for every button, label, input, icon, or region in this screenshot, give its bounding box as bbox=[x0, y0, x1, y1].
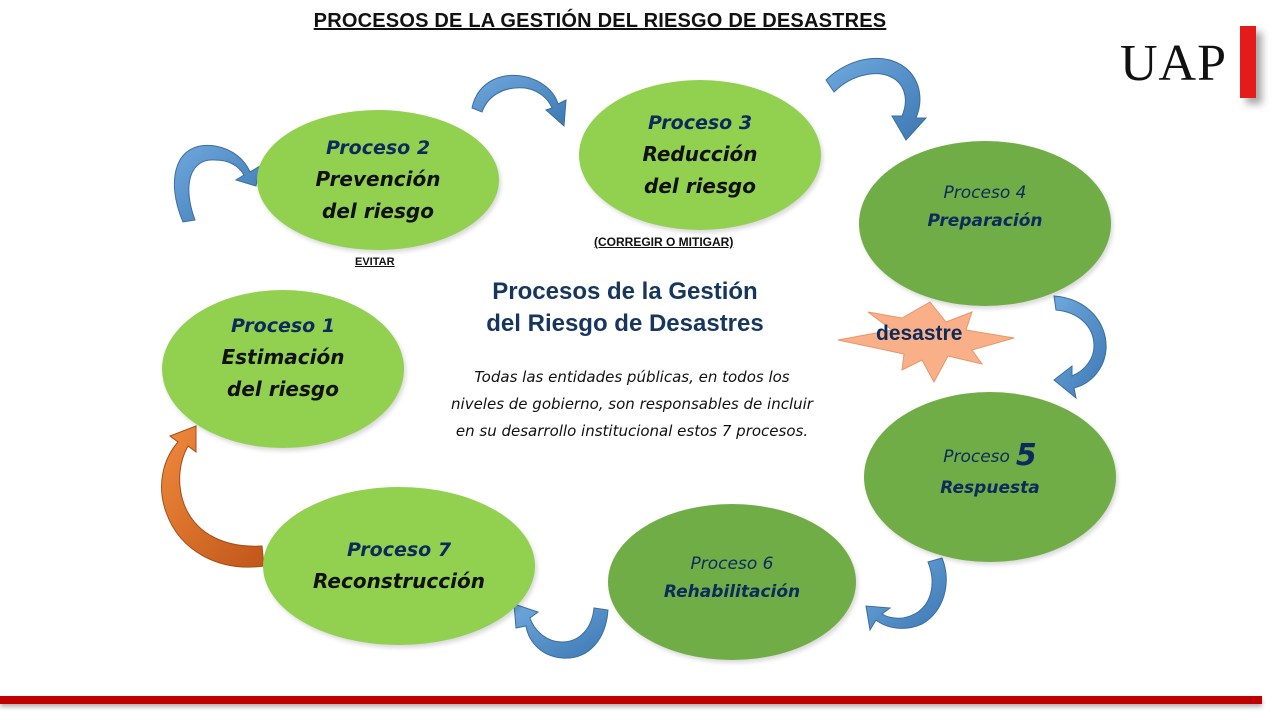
curved-arrow-p3-to-p4 bbox=[825, 57, 928, 141]
process-3-node: Proceso 3 Reducción del riesgo bbox=[579, 80, 821, 230]
disaster-label: desastre bbox=[876, 322, 963, 345]
process-6-name: Rehabilitación bbox=[663, 582, 801, 602]
process-1-name-line1: Estimación bbox=[221, 345, 345, 369]
note-corregir-mitigar: (CORREGIR O MITIGAR) bbox=[594, 235, 734, 249]
process-4-node: Proceso 4 Preparación bbox=[859, 141, 1111, 306]
process-4-name: Preparación bbox=[927, 210, 1043, 231]
process-3-name-line2: del riesgo bbox=[644, 174, 756, 198]
center-description: Todas las entidades públicas, en todos l… bbox=[451, 368, 813, 440]
logo-red-bar bbox=[1240, 26, 1256, 98]
process-3-name-line1: Reducción bbox=[642, 142, 758, 166]
process-5-label: Proceso bbox=[943, 446, 1010, 467]
center-title-line2: del Riesgo de Desastres bbox=[486, 310, 764, 337]
uap-logo: UAP bbox=[1120, 35, 1228, 92]
process-1-name-line2: del riesgo bbox=[227, 377, 339, 401]
center-title: Procesos de la Gestión del Riesgo de Des… bbox=[440, 276, 810, 340]
process-1-node: Proceso 1 Estimación del riesgo bbox=[162, 290, 404, 448]
process-2-name-line2: del riesgo bbox=[322, 199, 434, 223]
curved-arrow-p4-to-p5 bbox=[1053, 295, 1107, 400]
process-2-label: Proceso 2 bbox=[325, 137, 431, 159]
process-2-node: Proceso 2 Prevención del riesgo bbox=[257, 110, 499, 250]
process-7-label: Proceso 7 bbox=[346, 539, 452, 561]
process-7-node: Proceso 7 Reconstrucción bbox=[263, 487, 535, 645]
process-5-name: Respuesta bbox=[940, 477, 1040, 498]
curved-arrow-p2-to-p3 bbox=[471, 74, 567, 128]
bottom-red-bar bbox=[0, 696, 1262, 704]
process-6-node: Proceso 6 Rehabilitación bbox=[608, 504, 856, 660]
process-3-label: Proceso 3 bbox=[647, 112, 753, 134]
process-6-label: Proceso 6 bbox=[690, 554, 774, 574]
curved-arrow-p7-to-p1 bbox=[161, 425, 265, 568]
process-4-label: Proceso 4 bbox=[943, 182, 1027, 203]
curved-arrow-p5-to-p6 bbox=[865, 557, 947, 632]
process-7-name: Reconstrucción bbox=[313, 569, 485, 593]
process-5-number: 5 bbox=[1015, 437, 1037, 473]
page-title: PROCESOS DE LA GESTIÓN DEL RIESGO DE DES… bbox=[313, 10, 887, 32]
disaster-burst bbox=[837, 301, 1015, 384]
curved-arrow-to-p2 bbox=[173, 144, 261, 223]
curved-arrow-p6-to-p7 bbox=[513, 603, 609, 659]
center-title-line1: Procesos de la Gestión bbox=[492, 278, 758, 305]
process-1-label: Proceso 1 bbox=[230, 315, 336, 337]
process-2-name-line1: Prevención bbox=[315, 167, 441, 191]
note-evitar: EVITAR bbox=[355, 256, 395, 268]
